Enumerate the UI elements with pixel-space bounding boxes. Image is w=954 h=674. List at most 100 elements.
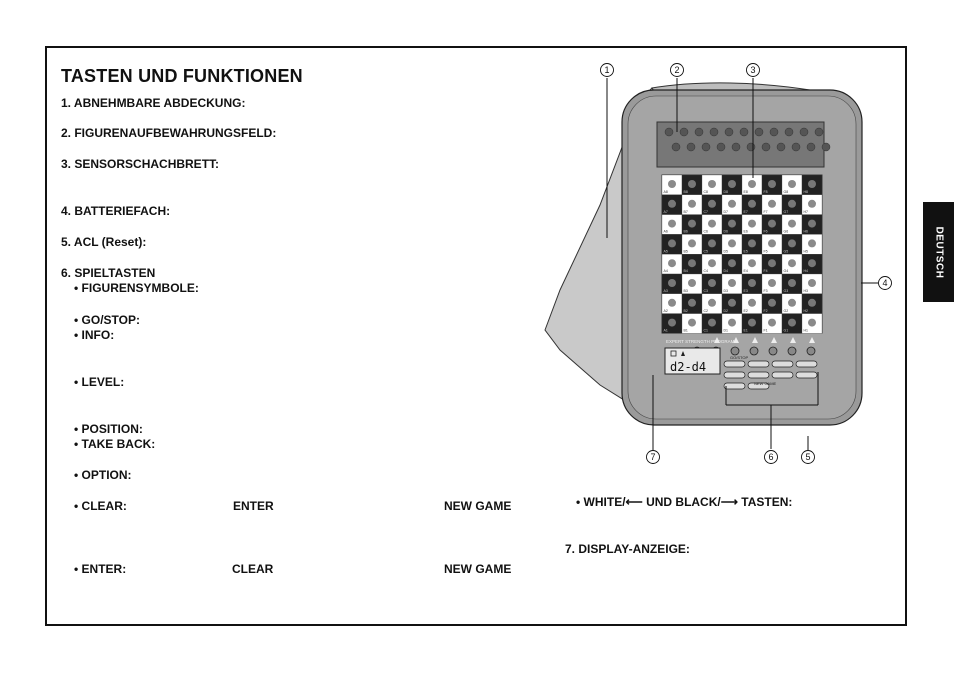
board-square[interactable]: G4 xyxy=(781,254,803,275)
board-square[interactable]: G5 xyxy=(781,234,803,255)
storage-hole xyxy=(746,142,756,152)
board-square[interactable]: A4 xyxy=(661,254,683,275)
game-key[interactable] xyxy=(771,371,794,379)
board-square[interactable]: H4 xyxy=(801,254,823,275)
game-key[interactable] xyxy=(747,382,770,390)
board-square[interactable]: D1 xyxy=(721,313,743,334)
board-square[interactable]: A5 xyxy=(661,234,683,255)
callout-1: 1 xyxy=(600,63,614,77)
board-square[interactable]: F7 xyxy=(761,194,783,215)
led-button[interactable] xyxy=(787,346,797,356)
board-square[interactable]: B3 xyxy=(681,273,703,294)
board-square[interactable]: E7 xyxy=(741,194,763,215)
board-square[interactable]: A3 xyxy=(661,273,683,294)
board-square[interactable]: D6 xyxy=(721,214,743,235)
board-square[interactable]: B5 xyxy=(681,234,703,255)
game-key[interactable] xyxy=(723,382,746,390)
board-square[interactable]: E6 xyxy=(741,214,763,235)
board-square[interactable]: H1 xyxy=(801,313,823,334)
board-square[interactable]: F4 xyxy=(761,254,783,275)
board-square[interactable]: H7 xyxy=(801,194,823,215)
led-button[interactable] xyxy=(730,346,740,356)
board-square[interactable]: D4 xyxy=(721,254,743,275)
board-square[interactable]: A1 xyxy=(661,313,683,334)
svg-text:B1: B1 xyxy=(684,329,688,333)
board-square[interactable]: C3 xyxy=(701,273,723,294)
board-square[interactable]: E2 xyxy=(741,293,763,314)
svg-text:C6: C6 xyxy=(704,230,709,234)
game-key[interactable] xyxy=(795,371,818,379)
svg-text:H3: H3 xyxy=(804,289,809,293)
board-square[interactable]: B4 xyxy=(681,254,703,275)
svg-text:A7: A7 xyxy=(664,210,668,214)
board-square[interactable]: G7 xyxy=(781,194,803,215)
board-square[interactable]: H8 xyxy=(801,174,823,195)
board-square[interactable]: C8 xyxy=(701,174,723,195)
board-square[interactable]: E8 xyxy=(741,174,763,195)
board-square[interactable]: F8 xyxy=(761,174,783,195)
item-display-anzeige: 7. DISPLAY-ANZEIGE: xyxy=(565,542,690,556)
callout-4: 4 xyxy=(878,276,892,290)
board-square[interactable]: A8 xyxy=(661,174,683,195)
board-square[interactable]: F5 xyxy=(761,234,783,255)
game-key[interactable] xyxy=(747,360,770,368)
game-key[interactable] xyxy=(747,371,770,379)
board-square[interactable]: G6 xyxy=(781,214,803,235)
svg-text:F5: F5 xyxy=(764,249,768,253)
board-square[interactable]: G2 xyxy=(781,293,803,314)
storage-hole xyxy=(664,127,674,137)
board-square[interactable]: C4 xyxy=(701,254,723,275)
board-square[interactable]: D7 xyxy=(721,194,743,215)
board-square[interactable]: C6 xyxy=(701,214,723,235)
board-square[interactable]: B6 xyxy=(681,214,703,235)
board-square[interactable]: A7 xyxy=(661,194,683,215)
led-button[interactable] xyxy=(806,346,816,356)
board-square[interactable]: C5 xyxy=(701,234,723,255)
board-square[interactable]: B7 xyxy=(681,194,703,215)
storage-hole xyxy=(701,142,711,152)
callout-5: 5 xyxy=(801,450,815,464)
board-square[interactable]: C2 xyxy=(701,293,723,314)
board-square[interactable]: D2 xyxy=(721,293,743,314)
led-button[interactable] xyxy=(749,346,759,356)
game-key[interactable] xyxy=(723,360,746,368)
board-square[interactable]: G8 xyxy=(781,174,803,195)
item-info: • INFO: xyxy=(74,328,115,342)
board-square[interactable]: C1 xyxy=(701,313,723,334)
board-square[interactable]: D8 xyxy=(721,174,743,195)
board-square[interactable]: A2 xyxy=(661,293,683,314)
board-square[interactable]: E4 xyxy=(741,254,763,275)
piece-symbol-icon xyxy=(733,337,739,343)
board-square[interactable]: E1 xyxy=(741,313,763,334)
board-square[interactable]: E3 xyxy=(741,273,763,294)
board-square[interactable]: F1 xyxy=(761,313,783,334)
board-square[interactable]: D5 xyxy=(721,234,743,255)
storage-hole xyxy=(731,142,741,152)
board-square[interactable]: G3 xyxy=(781,273,803,294)
svg-text:D2: D2 xyxy=(724,309,729,313)
board-square[interactable]: F3 xyxy=(761,273,783,294)
svg-text:3: 3 xyxy=(750,65,755,75)
board-square[interactable]: G1 xyxy=(781,313,803,334)
board-square[interactable]: C7 xyxy=(701,194,723,215)
svg-text:E8: E8 xyxy=(744,190,748,194)
board-square[interactable]: B8 xyxy=(681,174,703,195)
board-square[interactable]: B2 xyxy=(681,293,703,314)
board-square[interactable]: H5 xyxy=(801,234,823,255)
board-square[interactable]: H2 xyxy=(801,293,823,314)
game-key[interactable] xyxy=(795,360,818,368)
board-square[interactable]: B1 xyxy=(681,313,703,334)
storage-hole xyxy=(754,127,764,137)
board-square[interactable]: H3 xyxy=(801,273,823,294)
board-square[interactable]: H6 xyxy=(801,214,823,235)
board-square[interactable]: D3 xyxy=(721,273,743,294)
game-key[interactable] xyxy=(723,371,746,379)
game-key[interactable] xyxy=(771,360,794,368)
board-square[interactable]: F2 xyxy=(761,293,783,314)
board-square[interactable]: A6 xyxy=(661,214,683,235)
led-button[interactable] xyxy=(768,346,778,356)
board-square[interactable]: E5 xyxy=(741,234,763,255)
board-square[interactable]: F6 xyxy=(761,214,783,235)
